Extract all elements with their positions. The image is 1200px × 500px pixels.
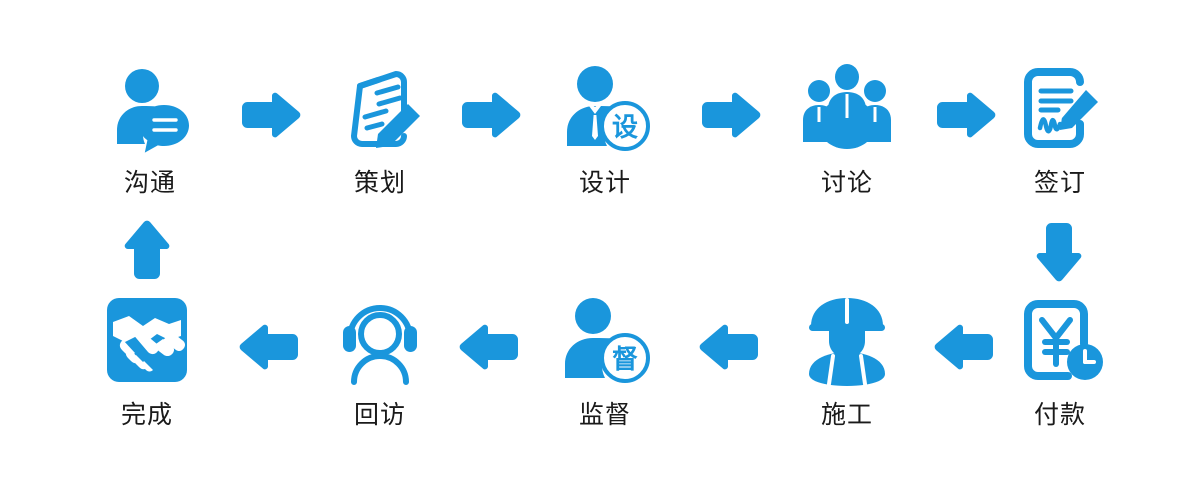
contract-sign-icon xyxy=(985,58,1135,158)
step-label: 监督 xyxy=(578,401,631,429)
arrow-down-icon xyxy=(1036,223,1082,282)
step-complete[interactable]: 完成 xyxy=(72,290,222,430)
arrow-discuss-to-sign xyxy=(930,86,1000,146)
arrow-followup-to-complete xyxy=(235,318,305,378)
step-label: 签订 xyxy=(1033,169,1086,197)
step-label: 完成 xyxy=(120,401,173,429)
yen-clock-icon xyxy=(985,290,1135,390)
step-construct[interactable]: 施工 xyxy=(772,290,922,430)
design-badge-text: 设 xyxy=(612,112,638,142)
arrow-design-to-discuss xyxy=(695,86,765,146)
arrow-right-icon xyxy=(462,92,521,138)
step-design[interactable]: 设 设计 xyxy=(530,58,680,198)
arrow-left-icon xyxy=(934,324,993,370)
arrow-left-icon xyxy=(459,324,518,370)
step-discuss[interactable]: 讨论 xyxy=(772,58,922,198)
step-label: 付款 xyxy=(1033,401,1086,429)
arrow-complete-to-communicate xyxy=(113,216,183,286)
arrow-payment-to-construct xyxy=(930,318,1000,378)
person-chat-icon xyxy=(75,58,225,158)
arrow-right-icon xyxy=(242,92,301,138)
step-sign[interactable]: 签订 xyxy=(985,58,1135,198)
step-payment[interactable]: 付款 xyxy=(985,290,1135,430)
step-plan[interactable]: 策划 xyxy=(305,58,455,198)
step-label: 讨论 xyxy=(820,169,873,197)
arrow-right-icon xyxy=(702,92,761,138)
headset-person-icon xyxy=(305,290,455,390)
arrow-up-icon xyxy=(124,220,170,279)
designer-badge-icon: 设 xyxy=(530,58,680,158)
document-pencil-icon xyxy=(305,58,455,158)
step-label: 策划 xyxy=(353,169,406,197)
arrow-right-icon xyxy=(937,92,996,138)
step-label: 设计 xyxy=(578,169,631,197)
handshake-icon xyxy=(72,290,222,390)
arrow-construct-to-supervise xyxy=(695,318,765,378)
worker-helmet-icon xyxy=(772,290,922,390)
step-followup[interactable]: 回访 xyxy=(305,290,455,430)
step-label: 沟通 xyxy=(123,169,176,197)
step-communicate[interactable]: 沟通 xyxy=(75,58,225,198)
arrow-supervise-to-followup xyxy=(455,318,525,378)
arrow-left-icon xyxy=(699,324,758,370)
group-meeting-icon xyxy=(772,58,922,158)
supervise-badge-text: 督 xyxy=(612,344,638,374)
step-label: 施工 xyxy=(820,401,873,429)
arrow-plan-to-design xyxy=(455,86,525,146)
arrow-communicate-to-plan xyxy=(235,86,305,146)
arrow-left-icon xyxy=(239,324,298,370)
step-supervise[interactable]: 督 监督 xyxy=(530,290,680,430)
arrow-sign-to-payment xyxy=(1025,216,1095,286)
step-label: 回访 xyxy=(353,401,406,429)
supervisor-badge-icon: 督 xyxy=(530,290,680,390)
